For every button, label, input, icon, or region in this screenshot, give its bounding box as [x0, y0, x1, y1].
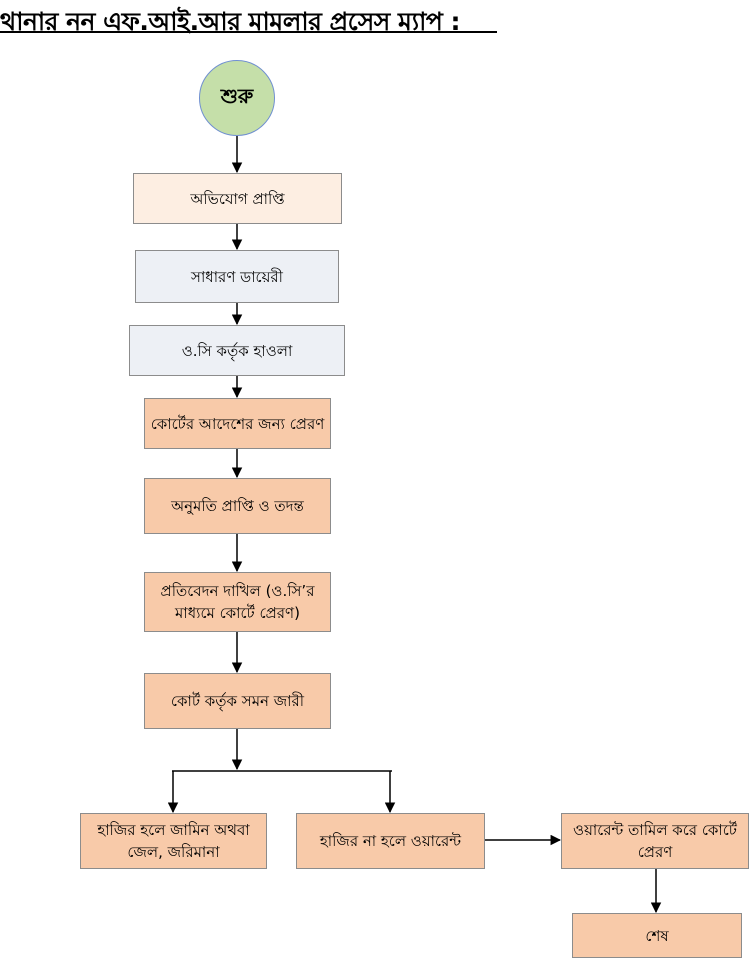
step-general-diary: সাধারণ ডায়েরী: [135, 250, 339, 303]
step-permission-investigation: অনুমতি প্রাপ্তি ও তদন্ত: [144, 478, 331, 534]
step-summons: কোর্ট কর্তৃক সমন জারী: [144, 673, 331, 729]
step-end: শেষ: [572, 913, 742, 958]
step-complaint-received: অভিযোগ প্রাপ্তি: [133, 173, 342, 224]
step-oc-handover: ও.সি কর্তৃক হাওলা: [129, 325, 345, 376]
start-node: শুরু: [199, 60, 275, 136]
step-court-order: কোর্টের আদেশের জন্য প্রেরণ: [144, 398, 331, 449]
step-absent-warrant: হাজির না হলে ওয়ারেন্ট: [296, 813, 485, 869]
step-warrant-execution: ওয়ারেন্ট তামিল করে কোর্টে প্রেরণ: [561, 813, 749, 869]
step-present-bail: হাজির হলে জামিন অথবা জেল, জরিমানা: [80, 813, 267, 869]
step-report-filing: প্রতিবেদন দাখিল (ও.সি’র মাধ্যমে কোর্টে প…: [144, 572, 331, 632]
title-underline: [0, 31, 497, 33]
